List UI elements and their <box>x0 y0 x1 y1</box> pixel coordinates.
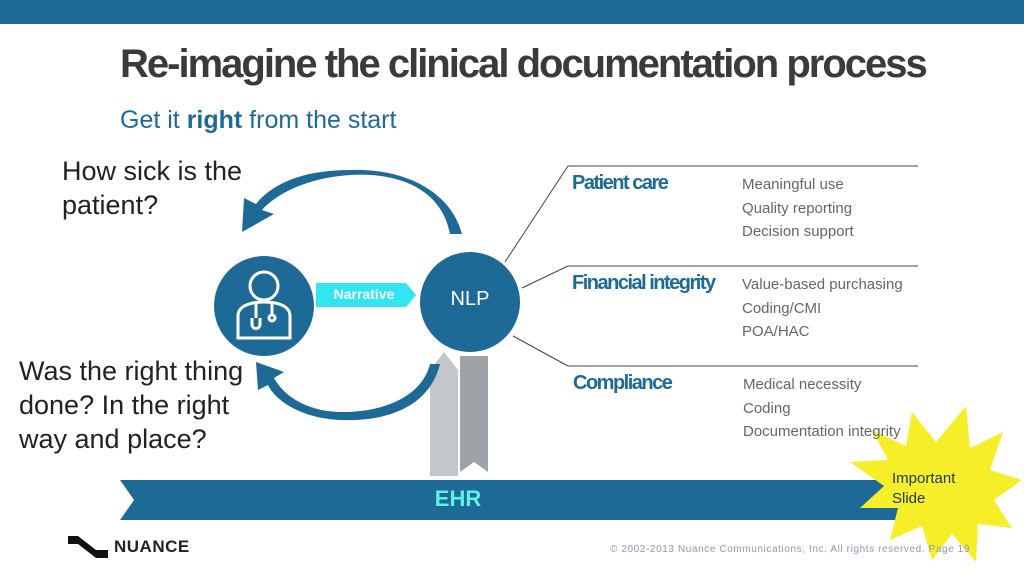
narrative-label: Narrative <box>333 286 395 302</box>
important-slide-label: Important Slide <box>892 470 956 507</box>
top-bar <box>0 0 1024 24</box>
curved-arrow-bottom <box>256 362 440 421</box>
list-item: POA/HAC <box>742 323 810 340</box>
items-compliance: Medical necessity Coding Documentation i… <box>743 373 901 444</box>
items-patient-care: Meaningful use Quality reporting Decisio… <box>742 173 854 244</box>
question-top: How sick is the patient? <box>62 156 243 220</box>
slide-subtitle: Get it right from the start <box>120 106 397 134</box>
list-item: Medical necessity <box>743 376 862 393</box>
ehr-label: EHR <box>434 486 482 511</box>
copyright-text: © 2002-2013 Nuance Communications, Inc. … <box>610 544 971 555</box>
list-item: Documentation integrity <box>743 423 901 440</box>
gray-arrow-light <box>430 352 458 476</box>
important-starburst <box>850 406 1022 562</box>
ehr-banner <box>120 480 930 520</box>
category-patient-care: Patient care <box>572 172 669 194</box>
nuance-logo-icon <box>68 536 108 558</box>
nlp-circle <box>420 252 520 352</box>
list-item: Value-based purchasing <box>742 276 903 293</box>
list-item: Coding <box>743 399 791 417</box>
connector-lines <box>504 165 918 367</box>
nlp-label: NLP <box>450 288 490 310</box>
gray-arrow-dark <box>460 356 488 472</box>
list-item: Coding/CMI <box>742 299 822 317</box>
category-financial-integrity: Financial integrity <box>572 272 716 294</box>
items-financial-integrity: Value-based purchasing Coding/CMI POA/HA… <box>742 273 903 344</box>
list-item: Quality reporting <box>742 199 853 217</box>
question-bottom: Was the right thing done? In the right w… <box>19 356 244 454</box>
list-item: Decision support <box>742 223 854 240</box>
curved-arrow-top <box>242 169 462 234</box>
slide-title: Re-imagine the clinical documentation pr… <box>120 42 928 86</box>
narrative-arrow <box>316 283 416 307</box>
list-item: Meaningful use <box>742 176 844 193</box>
nuance-logo-text: NUANCE <box>114 537 190 556</box>
category-compliance: Compliance <box>573 372 673 394</box>
clinician-icon <box>236 270 292 340</box>
